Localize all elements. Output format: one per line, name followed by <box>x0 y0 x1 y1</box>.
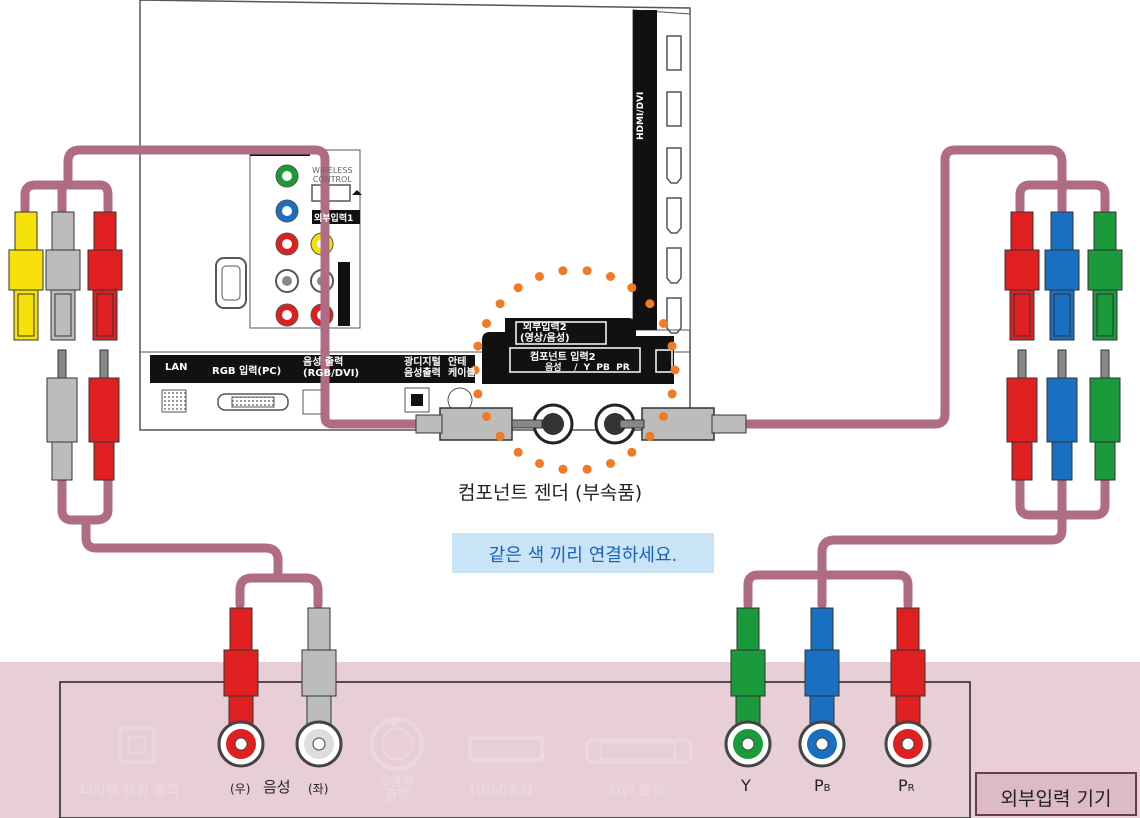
tv-lan-label: LAN <box>165 362 188 373</box>
device-jacks <box>217 720 932 768</box>
ghost-hdmi-port <box>468 736 544 762</box>
device-hdmi-out-label: HDMI출력 <box>470 783 534 799</box>
highlight-dot <box>670 365 680 375</box>
tv-wireless-line1: WIRELESS <box>312 166 353 175</box>
highlight-dot <box>473 389 483 399</box>
gender-component-input2-label: 컴포넌트 입력2 <box>530 352 596 363</box>
highlight-dot <box>645 431 655 441</box>
device-blue-pb-plug <box>804 607 840 727</box>
device-panel-frame <box>59 681 971 818</box>
right-top-blue-plug <box>1044 211 1080 341</box>
tv-optical-line1: 광디지털 <box>404 357 441 368</box>
tv-ext-input1-label: 외부입력1 <box>314 214 354 224</box>
tv-port-strip <box>150 355 475 383</box>
highlight-dot <box>470 365 480 375</box>
highlight-dot <box>606 459 615 468</box>
device-dvi-out-label: DVI 출력 <box>610 783 665 799</box>
highlight-dot <box>667 341 677 351</box>
highlight-dot <box>535 272 544 281</box>
hint-box: 같은 색 끼리 연결하세요. <box>452 533 714 573</box>
highlight-dot <box>513 283 523 293</box>
left-bottom-red-plug <box>88 349 120 481</box>
gender-ext-input2-line1: 외부입력2 <box>522 322 567 333</box>
tv-hdmi4-label: HDMI/DVI <box>636 91 646 140</box>
device-svideo-line1: S영상 <box>380 774 415 790</box>
device-pb-letter: P <box>814 776 824 795</box>
tv-antenna-line1: 안테 <box>448 357 467 368</box>
highlight-dot <box>627 283 637 293</box>
left-top-yellow-plug <box>8 211 44 341</box>
device-y-label: Y <box>741 776 751 795</box>
tv-audio-out-line2: (RGB/DVI) <box>303 368 360 379</box>
gender-ext-input2-label: 외부입력2(영상/음성) <box>520 322 570 344</box>
highlight-dot <box>473 341 483 351</box>
tv-rgb-input-label: RGB 입력(PC) <box>212 366 282 377</box>
device-pr-sub: R <box>907 783 915 794</box>
down-arrow-icon <box>390 722 397 728</box>
device-svideo-line2: 출력 <box>384 788 411 804</box>
ghost-dvi-port <box>585 738 693 764</box>
highlight-dot <box>606 272 615 281</box>
hint-text: 같은 색 끼리 연결하세요. <box>488 545 678 566</box>
ghost-digital-audio-port <box>118 726 156 764</box>
highlight-dot <box>558 266 568 276</box>
device-pb-sub: B <box>823 783 831 794</box>
right-bottom-green-plug <box>1089 349 1121 481</box>
gender-highlight-dots <box>470 266 680 474</box>
device-digital-audio-out-label: 디지털 음성 출력 <box>80 783 180 799</box>
ghost-svideo-port <box>370 717 424 771</box>
device-audio-label: 음성 <box>263 778 291 796</box>
device-pb-label: PB <box>814 776 831 795</box>
right-top-green-plug <box>1087 211 1123 341</box>
left-bottom-white-plug <box>46 349 78 481</box>
highlight-dot <box>482 412 491 421</box>
device-green-y-plug <box>730 607 766 727</box>
device-audio-left-label: (좌) <box>308 782 329 796</box>
tv-antenna-line2: 케이블 <box>448 368 476 379</box>
highlight-dot <box>482 319 491 328</box>
highlight-dot <box>513 447 523 457</box>
left-top-white-plug <box>45 211 81 341</box>
highlight-dot <box>667 389 677 399</box>
component-gender-label-block <box>482 318 674 384</box>
device-red-pr-plug <box>890 607 926 727</box>
tv-audio-out-line1: 음성 출력 <box>303 357 344 368</box>
right-top-red-plug <box>1004 211 1040 341</box>
external-device-label: 외부입력 기기 <box>1000 788 1112 810</box>
highlight-dot <box>558 464 568 474</box>
highlight-dot <box>659 319 668 328</box>
right-bottom-red-plug <box>1006 349 1038 481</box>
highlight-dot <box>535 459 544 468</box>
tv-audio-out-label: 음성 출력(RGB/DVI) <box>303 357 359 379</box>
device-pr-label: PR <box>898 776 915 795</box>
highlight-dot <box>495 431 505 441</box>
external-device-label-box: 외부입력 기기 <box>975 772 1137 816</box>
highlight-dot <box>495 299 505 309</box>
device-white-audio-plug <box>301 607 337 727</box>
tv-wireless-line2: CONTROL <box>312 175 352 184</box>
device-audio-right-label: (우) <box>230 782 251 796</box>
left-top-red-plug <box>87 211 123 341</box>
highlight-dot <box>582 464 592 474</box>
highlight-dot <box>659 412 668 421</box>
gender-ext-input2-line2: (영상/음성) <box>520 333 570 344</box>
component-gender-connectors <box>415 403 747 445</box>
gender-caption: 컴포넌트 젠더 (부속품) <box>458 482 643 504</box>
cables <box>20 145 1110 610</box>
tv-optical-line2: 음성출력 <box>404 368 441 379</box>
device-panel-background <box>0 662 1140 818</box>
highlight-dot <box>645 299 655 309</box>
highlight-dot <box>582 266 592 276</box>
device-red-audio-plug <box>223 607 259 727</box>
right-bottom-blue-plug <box>1046 349 1078 481</box>
highlight-dot <box>627 447 637 457</box>
device-pr-letter: P <box>898 776 908 795</box>
gender-component-sub-label: 음성 / Y PB PR <box>545 363 630 373</box>
